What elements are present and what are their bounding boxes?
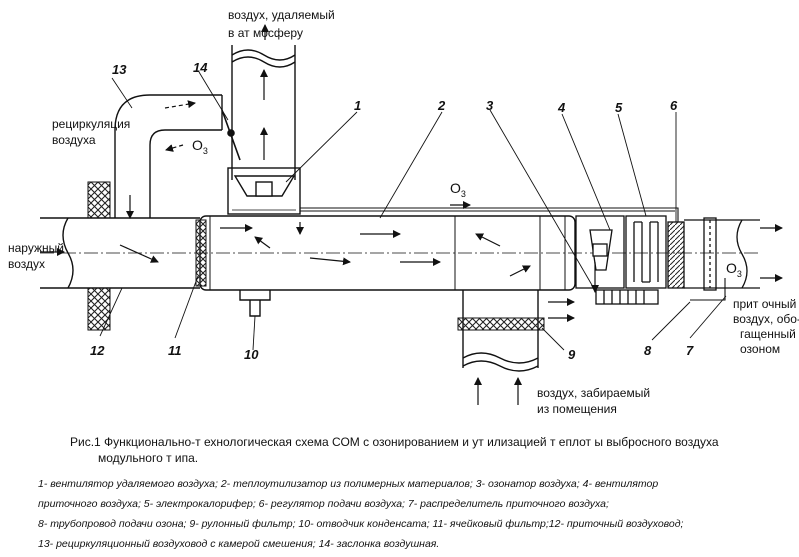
label-supply-air-1: прит очный <box>733 297 797 311</box>
wall-hatch-upper <box>87 181 111 219</box>
legend-line: 1- вентилятор удаляемого воздуха; 2- теп… <box>38 478 659 490</box>
num-6: 6 <box>670 98 678 113</box>
supply-fan-housing <box>575 215 625 289</box>
exhaust-fan-housing <box>227 167 301 215</box>
legend-line: 8- трубопровод подачи озона; 9- рулонный… <box>38 518 684 530</box>
label-supply-air-3: гащенный <box>740 327 796 341</box>
supply-fan-impeller <box>589 229 613 271</box>
exhaust-stack-break <box>231 49 296 61</box>
ozone-pipe-bottom <box>690 278 726 301</box>
damper-pivot <box>227 129 235 137</box>
num-7: 7 <box>686 343 694 358</box>
label-supply-air-4: озоном <box>740 342 781 356</box>
num-2: 2 <box>438 98 446 113</box>
wall-hatch-lower <box>87 287 111 331</box>
num-3: 3 <box>486 98 494 113</box>
ozone-label-recirc: O3 <box>192 137 208 156</box>
roll-filter <box>457 317 545 331</box>
exhaust-fan-impeller <box>233 175 296 197</box>
label-supply-air-2: воздух, обо- <box>733 312 799 326</box>
label-exhaust-air: воздух, удаляемый <box>228 8 335 22</box>
label-recirculation-air: воздуха <box>52 133 96 147</box>
legend-line: 13- рециркуляционный воздуховод с камеро… <box>38 538 440 550</box>
num-1: 1 <box>354 98 362 113</box>
legend-line: приточного воздуха; 5- электрокалорифер;… <box>38 498 609 510</box>
caption-line-1: Рис.1 Функционально-т ехнологическая схе… <box>70 435 719 449</box>
num-8: 8 <box>644 343 652 358</box>
supply-fan-motor <box>592 243 608 257</box>
recirc-duct-inner <box>149 129 222 218</box>
exhaust-stack-break-2 <box>231 56 296 68</box>
num-11: 11 <box>168 343 182 358</box>
label-room-air: воздух, забираемый <box>537 386 651 400</box>
heater-coil <box>633 222 659 282</box>
ozonator-box <box>595 289 659 305</box>
num-9: 9 <box>568 347 576 362</box>
outlet-duct-break <box>736 219 748 289</box>
num-5: 5 <box>615 100 623 115</box>
num-12: 12 <box>90 343 105 358</box>
scheme-drawing <box>40 24 783 405</box>
electric-heater <box>625 215 667 289</box>
air-distributor <box>703 217 717 291</box>
caption-line-2: модульного т ипа. <box>98 451 199 465</box>
label-outside-air: наружный <box>8 241 64 255</box>
ozone-label-pipe: O3 <box>450 180 466 199</box>
cell-filter <box>195 219 207 287</box>
label-room-air-2: из помещения <box>537 402 617 416</box>
figure-caption: Рис.1 Функционально-т ехнологическая схе… <box>70 434 760 466</box>
figure-legend: 1- вентилятор удаляемого воздуха; 2- теп… <box>38 474 778 554</box>
recirc-duct-outer <box>114 94 222 218</box>
condensate-drain <box>239 290 271 317</box>
num-14: 14 <box>193 60 208 75</box>
air-regulator <box>667 221 685 289</box>
num-4: 4 <box>558 100 566 115</box>
num-10: 10 <box>244 347 259 362</box>
exhaust-fan-motor <box>255 181 273 197</box>
label-exhaust-air-atmosphere: в ат мосферу <box>228 26 303 40</box>
label-recirculation: рециркуляция <box>52 117 131 131</box>
num-13: 13 <box>112 62 127 77</box>
ozone-label-outlet: O3 <box>726 260 742 279</box>
label-outside-air-2: воздух <box>8 257 46 271</box>
ozone-pipe <box>300 207 679 222</box>
